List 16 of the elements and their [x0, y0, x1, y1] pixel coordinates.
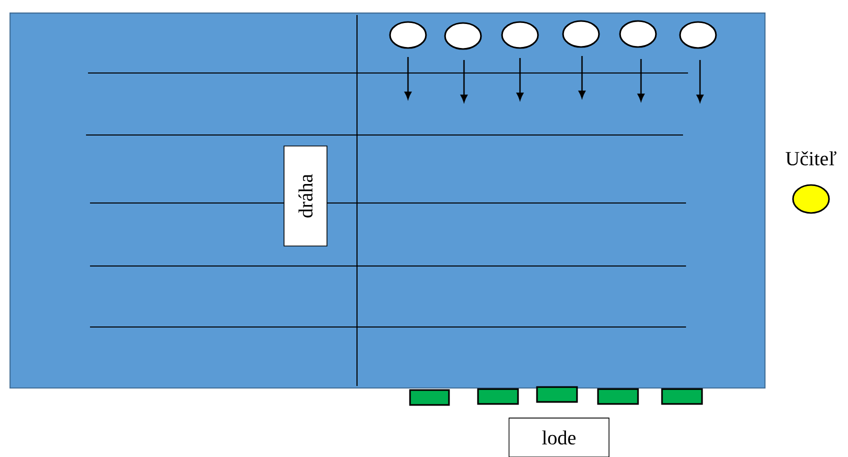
swimmer-circle	[562, 20, 600, 48]
swimmer-circle	[501, 21, 539, 49]
swimmer-circle	[389, 21, 427, 49]
swimmer-circle	[444, 22, 482, 50]
boat-bar	[477, 388, 519, 405]
lane-sign: dráha	[284, 146, 328, 246]
teacher-label: Učiteľ	[786, 151, 836, 166]
boat-bar	[536, 386, 578, 403]
boat-bar	[661, 388, 703, 405]
boat-bar	[409, 389, 450, 406]
pool-area	[10, 12, 766, 388]
swimmer-circle	[679, 21, 717, 49]
label-box: lode	[508, 418, 610, 457]
boat-bar	[597, 388, 639, 405]
teacher-circle	[792, 184, 830, 214]
swimmer-circle	[619, 20, 657, 48]
